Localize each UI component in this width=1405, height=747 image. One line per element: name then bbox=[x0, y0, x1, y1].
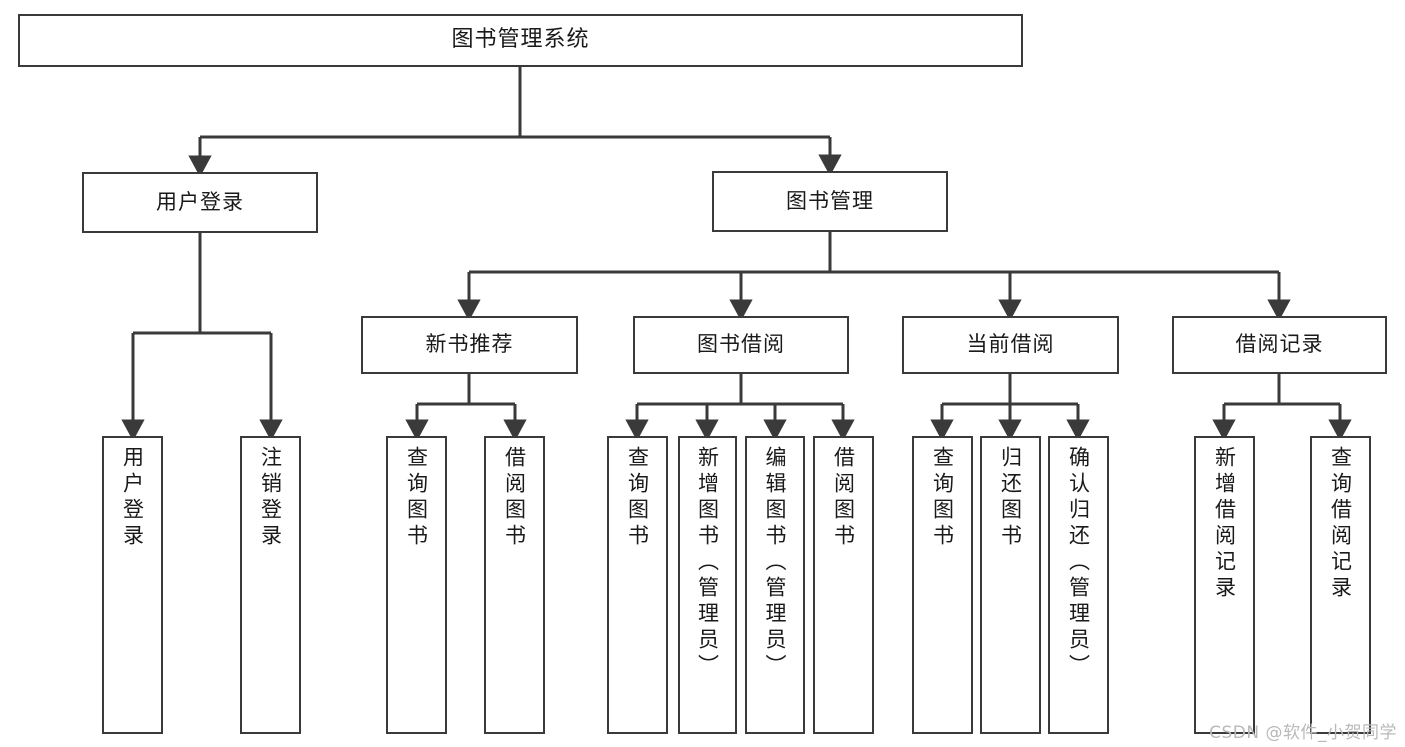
node-leaf-user-login-label: 用户登录 bbox=[120, 446, 145, 550]
node-leaf-query-book-1[interactable]: 查询图书 bbox=[386, 436, 447, 734]
node-leaf-confirm-return[interactable]: 确认归还（管理员） bbox=[1048, 436, 1109, 734]
node-leaf-borrow-book-1-label: 借阅图书 bbox=[502, 446, 527, 550]
node-borrow-record[interactable]: 借阅记录 bbox=[1172, 316, 1387, 374]
node-leaf-add-record[interactable]: 新增借阅记录 bbox=[1194, 436, 1255, 734]
node-borrow-record-label: 借阅记录 bbox=[1235, 332, 1324, 357]
node-new-book-rec[interactable]: 新书推荐 bbox=[361, 316, 578, 374]
node-leaf-query-record[interactable]: 查询借阅记录 bbox=[1310, 436, 1371, 734]
node-leaf-borrow-book-1[interactable]: 借阅图书 bbox=[484, 436, 545, 734]
csdn-watermark: CSDN @软件_小贺同学 bbox=[1209, 723, 1397, 743]
node-leaf-user-login[interactable]: 用户登录 bbox=[102, 436, 163, 734]
node-leaf-query-book-1-label: 查询图书 bbox=[404, 446, 429, 550]
node-leaf-return-book[interactable]: 归还图书 bbox=[980, 436, 1041, 734]
node-new-book-rec-label: 新书推荐 bbox=[425, 332, 514, 357]
node-leaf-query-book-3[interactable]: 查询图书 bbox=[912, 436, 973, 734]
node-book-manage[interactable]: 图书管理 bbox=[712, 171, 948, 232]
node-leaf-add-book-label: 新增图书（管理员） bbox=[695, 446, 720, 680]
node-leaf-user-logout-label: 注销登录 bbox=[258, 446, 283, 550]
node-leaf-edit-book-label: 编辑图书（管理员） bbox=[763, 446, 788, 680]
node-book-manage-label: 图书管理 bbox=[786, 188, 874, 213]
node-leaf-add-book[interactable]: 新增图书（管理员） bbox=[678, 436, 737, 734]
node-leaf-query-record-label: 查询借阅记录 bbox=[1328, 446, 1353, 602]
node-leaf-add-record-label: 新增借阅记录 bbox=[1212, 446, 1237, 602]
node-user-login-label: 用户登录 bbox=[156, 189, 244, 214]
node-leaf-user-logout[interactable]: 注销登录 bbox=[240, 436, 301, 734]
node-user-login[interactable]: 用户登录 bbox=[82, 172, 318, 233]
node-root[interactable]: 图书管理系统 bbox=[18, 14, 1023, 67]
node-leaf-query-book-2[interactable]: 查询图书 bbox=[607, 436, 668, 734]
node-leaf-borrow-book-2-label: 借阅图书 bbox=[831, 446, 856, 550]
node-current-borrow[interactable]: 当前借阅 bbox=[902, 316, 1119, 374]
node-book-borrow-label: 图书借阅 bbox=[697, 332, 785, 357]
node-current-borrow-label: 当前借阅 bbox=[966, 332, 1055, 357]
node-leaf-borrow-book-2[interactable]: 借阅图书 bbox=[813, 436, 874, 734]
node-leaf-confirm-return-label: 确认归还（管理员） bbox=[1066, 446, 1091, 680]
node-leaf-edit-book[interactable]: 编辑图书（管理员） bbox=[745, 436, 805, 734]
node-leaf-query-book-2-label: 查询图书 bbox=[625, 446, 650, 550]
node-root-label: 图书管理系统 bbox=[451, 27, 590, 53]
node-leaf-return-book-label: 归还图书 bbox=[998, 446, 1023, 550]
node-book-borrow[interactable]: 图书借阅 bbox=[633, 316, 849, 374]
node-leaf-query-book-3-label: 查询图书 bbox=[930, 446, 955, 550]
